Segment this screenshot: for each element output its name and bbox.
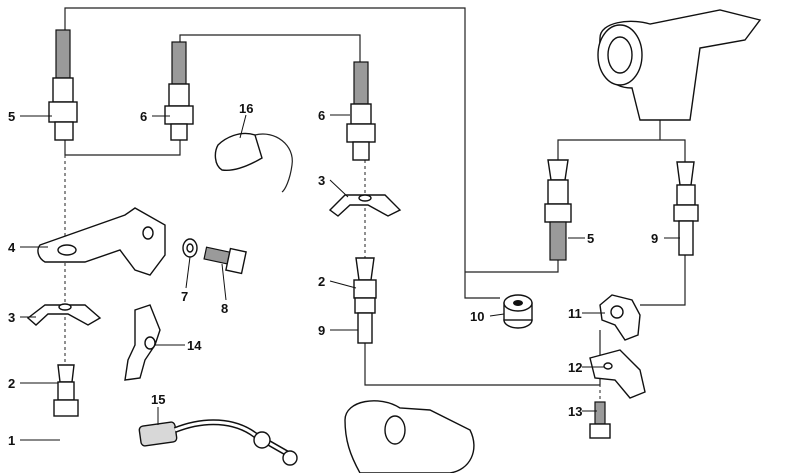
callout-8: 8 <box>221 301 228 316</box>
callout-1: 1 <box>8 433 15 448</box>
callout-15: 15 <box>151 392 165 407</box>
callout-10: 10 <box>470 309 484 324</box>
callout-7: 7 <box>181 289 188 304</box>
callout-13: 13 <box>568 404 582 419</box>
callout-5a: 5 <box>8 109 15 124</box>
callout-12: 12 <box>568 360 582 375</box>
callout-2a: 2 <box>8 376 15 391</box>
pipe-end-9a <box>357 312 373 344</box>
bolt-13 <box>589 401 611 439</box>
callout-6a: 6 <box>140 109 147 124</box>
bracket-14 <box>124 304 161 381</box>
callout-labels: 5 6 16 6 3 4 7 8 3 14 2 2 9 1 15 5 9 10 … <box>8 101 658 448</box>
nut-10 <box>503 294 533 329</box>
hose-fitting-5b <box>544 159 572 261</box>
hose-fitting-6b <box>346 61 376 161</box>
clip-3a <box>26 303 102 326</box>
callout-9a: 9 <box>318 323 325 338</box>
brake-caliper <box>344 400 475 473</box>
brake-line-nut-2a <box>53 364 79 417</box>
master-cylinder <box>597 9 762 121</box>
clip-12 <box>589 349 646 399</box>
leader-lines <box>20 114 680 441</box>
callout-2b: 2 <box>318 274 325 289</box>
callout-3b: 3 <box>8 310 15 325</box>
routing-lines <box>64 7 686 415</box>
callout-14: 14 <box>187 338 202 353</box>
callout-11: 11 <box>568 306 582 321</box>
callout-16: 16 <box>239 101 253 116</box>
clamp-11 <box>599 294 641 341</box>
washer-7 <box>182 238 198 258</box>
brake-pipe-assembly <box>58 410 298 469</box>
bolt-8 <box>203 246 247 275</box>
callout-9b: 9 <box>651 231 658 246</box>
callout-5b: 5 <box>587 231 594 246</box>
hose-fitting-5 <box>48 29 78 141</box>
hose-fitting-9b <box>673 161 699 256</box>
callout-3a: 3 <box>318 173 325 188</box>
callout-6b: 6 <box>318 108 325 123</box>
hose-fitting-6a <box>164 41 194 141</box>
callout-4: 4 <box>8 240 16 255</box>
part-16-clip <box>214 132 293 193</box>
bracket-4 <box>37 207 166 276</box>
clip-3b <box>328 194 402 217</box>
brake-line-nut-2b <box>353 257 377 314</box>
